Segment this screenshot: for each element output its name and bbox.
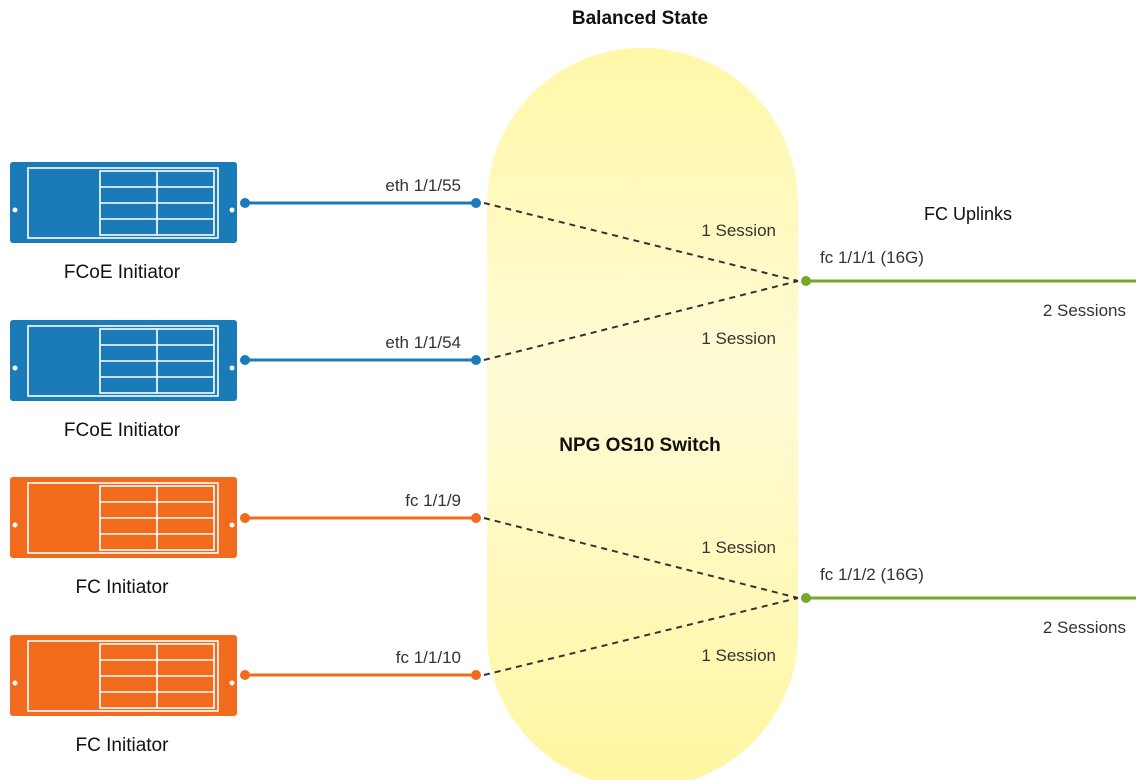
port-label: fc 1/1/9 [405,491,461,510]
link-endpoint [240,198,250,208]
port-label: eth 1/1/55 [385,176,461,195]
uplink-sessions-label: 2 Sessions [1043,301,1126,320]
initiator-name: FC Initiator [76,735,170,756]
session-label: 1 Session [701,329,776,348]
switch-body [487,48,798,780]
initiator-device: FC Initiator [10,635,237,756]
rack-hole [229,522,235,528]
link-endpoint [240,513,250,523]
link-endpoint [471,355,481,365]
session-label: 1 Session [701,538,776,557]
front-panel [27,167,219,239]
port-label: fc 1/1/10 [396,648,461,667]
switch-label: NPG OS10 Switch [559,435,721,456]
link-endpoint [471,670,481,680]
rack-hole [12,680,18,686]
front-panel [27,482,219,554]
link-endpoint [240,670,250,680]
uplinks-heading: FC Uplinks [924,204,1012,224]
rack-hole [229,680,235,686]
diagram-title: Balanced State [572,8,708,29]
port-label: eth 1/1/54 [385,333,461,352]
initiator-name: FCoE Initiator [64,420,181,441]
front-panel [27,325,219,397]
initiator-device: FCoE Initiator [10,320,237,441]
link-endpoint [471,513,481,523]
rack-hole [12,207,18,213]
session-label: 1 Session [701,221,776,240]
session-path [483,202,799,282]
initiator-name: FCoE Initiator [64,262,181,283]
uplink-endpoint [801,593,811,603]
link-endpoint [471,198,481,208]
rack-hole [229,365,235,371]
uplink-port-label: fc 1/1/1 (16G) [820,248,924,267]
session-label: 1 Session [701,646,776,665]
link-endpoint [240,355,250,365]
uplink-port-label: fc 1/1/2 (16G) [820,565,924,584]
initiator-device: FCoE Initiator [10,162,237,283]
rack-hole [12,522,18,528]
rack-hole [12,365,18,371]
rack-hole [229,207,235,213]
session-path [483,597,799,676]
uplink-endpoint [801,276,811,286]
links-layer: eth 1/1/55 1 Session eth 1/1/54 1 Session fc… [240,176,799,680]
front-panel [27,640,219,712]
session-path [483,280,799,361]
uplink-sessions-label: 2 Sessions [1043,618,1126,637]
initiator-name: FC Initiator [76,577,170,598]
initiator-device: FC Initiator [10,477,237,598]
uplinks-layer: fc 1/1/1 (16G) 2 Sessions fc 1/1/2 (16G) 2 … [801,248,1136,637]
